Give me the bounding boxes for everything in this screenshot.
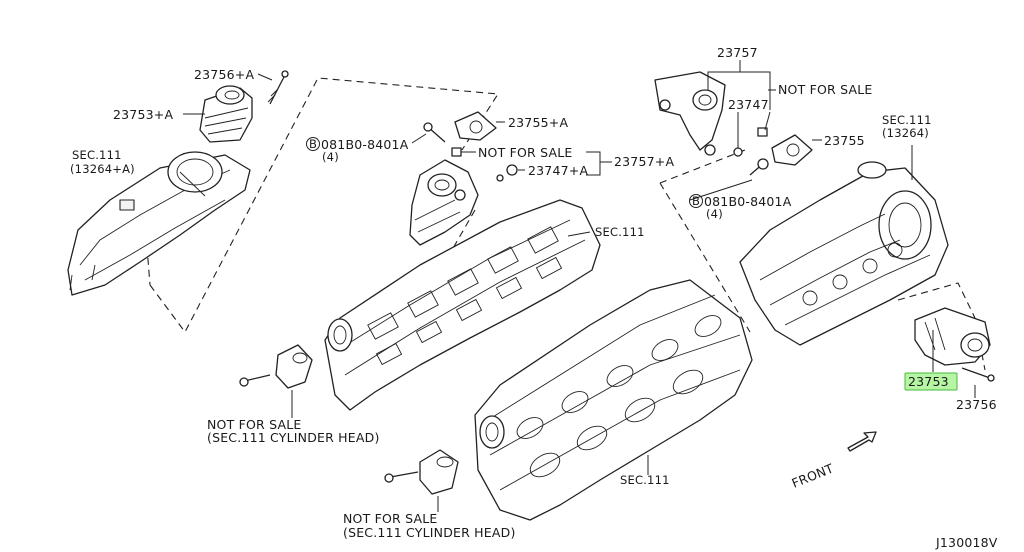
front-arrow-icon xyxy=(847,431,877,452)
callout-nfs-bottom-sub: (SEC.111 CYLINDER HEAD) xyxy=(343,525,516,540)
callout-nfs-center: NOT FOR SALE xyxy=(478,145,572,160)
callout-23755a[interactable]: 23755+A xyxy=(508,115,568,130)
callout-23757a[interactable]: 23757+A xyxy=(614,154,674,169)
callout-23753a[interactable]: 23753+A xyxy=(113,107,173,122)
cylinder-head-lower xyxy=(474,279,753,521)
dashed-outline-left xyxy=(144,77,499,334)
center-bracket-23757a xyxy=(409,159,479,246)
callout-bolt-right[interactable]: 081B0-8401A xyxy=(704,194,792,209)
callout-nfs-left: NOT FOR SALE xyxy=(207,417,301,432)
callout-23757[interactable]: 23757 xyxy=(717,45,758,60)
callout-bolt-left[interactable]: 081B0-8401A xyxy=(321,137,409,152)
right-rocker-cover xyxy=(739,161,949,346)
cam-sensor-bottom xyxy=(384,449,459,495)
plug-23747 xyxy=(733,147,743,157)
callout-bolt-left-qty: (4) xyxy=(322,150,339,164)
actuator-23753a xyxy=(199,85,253,143)
callout-23747a[interactable]: 23747+A xyxy=(528,163,588,178)
bolt-081b0-left xyxy=(423,122,446,143)
callout-sec111-left[interactable]: SEC.111 xyxy=(72,148,122,162)
cam-sensor-left xyxy=(239,344,313,389)
bolt-marker-left xyxy=(306,137,320,151)
bolt-23756a xyxy=(267,70,289,105)
callout-bolt-right-qty: (4) xyxy=(706,207,723,221)
callout-sec111-right[interactable]: SEC.111 xyxy=(882,113,932,127)
callout-nfs-top-right: NOT FOR SALE xyxy=(778,82,872,97)
bolt-marker-right-letter: B xyxy=(692,194,700,208)
left-rocker-cover xyxy=(67,151,251,296)
bolt-marker-left-letter: B xyxy=(309,137,317,151)
callout-23756[interactable]: 23756 xyxy=(956,397,997,412)
callout-sec111-bottom[interactable]: SEC.111 xyxy=(620,473,670,487)
plate-23755 xyxy=(771,134,813,166)
callout-23756a[interactable]: 23756+A xyxy=(194,67,254,82)
plug-23747a xyxy=(496,164,518,182)
callout-23755[interactable]: 23755 xyxy=(824,133,865,148)
diagram-id: J130018V xyxy=(935,535,998,550)
callout-sec111-right-sub: (13264) xyxy=(882,126,929,140)
small-fitting-nfs-center xyxy=(451,147,462,157)
actuator-23753 xyxy=(914,307,991,366)
plate-23755a xyxy=(454,111,497,141)
bolt-marker-right xyxy=(689,194,703,208)
bolt-23756 xyxy=(961,367,995,382)
part-highlight-23753 xyxy=(904,372,958,391)
callout-23753[interactable]: 23753 xyxy=(908,374,949,389)
callout-nfs-bottom: NOT FOR SALE xyxy=(343,511,437,526)
small-fitting-nfs-top-right xyxy=(757,127,768,137)
cylinder-head-center xyxy=(324,199,601,411)
front-label: FRONT xyxy=(790,460,836,490)
callout-23747[interactable]: 23747 xyxy=(728,97,769,112)
callout-nfs-left-sub: (SEC.111 CYLINDER HEAD) xyxy=(207,430,380,445)
right-bracket-23757 xyxy=(654,71,726,156)
callout-sec111-left-sub: (13264+A) xyxy=(70,162,135,176)
bolt-081b0-right xyxy=(749,158,769,176)
callout-sec111-mid[interactable]: SEC.111 xyxy=(595,225,645,239)
